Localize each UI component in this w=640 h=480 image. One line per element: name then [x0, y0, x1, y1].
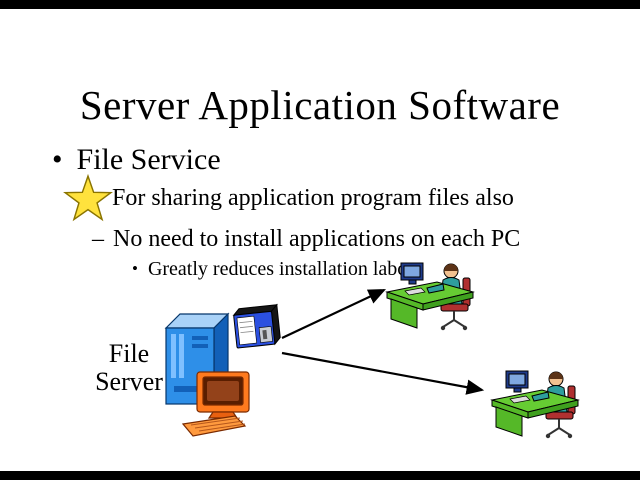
slide-title: Server Application Software [79, 82, 561, 129]
bullet-sharing-files: For sharing application program files al… [112, 185, 514, 212]
network-arrow-bottom-icon [281, 351, 485, 395]
floppy-disk-icon [232, 303, 281, 349]
bullet-reduces-labor: • Greatly reduces installation labor [132, 258, 414, 281]
dash-marker: – [92, 226, 104, 252]
bullet-marker: • [132, 259, 138, 278]
desktop-computer-icon [181, 371, 250, 437]
network-arrow-top-icon [281, 289, 386, 339]
bullet-file-service: • File Service [52, 143, 221, 177]
file-server-label: File Server [79, 339, 179, 397]
top-border [0, 0, 640, 9]
bullet-text: For sharing application program files al… [112, 185, 514, 211]
bottom-border [0, 471, 640, 480]
bullet-text: File Service [76, 143, 221, 176]
file-server-label-line1: File [108, 339, 150, 368]
network-diagram [164, 262, 579, 440]
bullet-marker: • [52, 143, 63, 176]
bullet-no-install: –No need to install applications on each… [92, 226, 520, 253]
star-icon [63, 174, 113, 222]
bullet-text: Greatly reduces installation labor [147, 258, 414, 280]
client-workstation-bottom-icon [491, 370, 579, 440]
client-workstation-top-icon [386, 262, 474, 332]
bullet-text: No need to install applications on each … [113, 226, 521, 252]
file-server-label-line2: Server [95, 367, 163, 397]
